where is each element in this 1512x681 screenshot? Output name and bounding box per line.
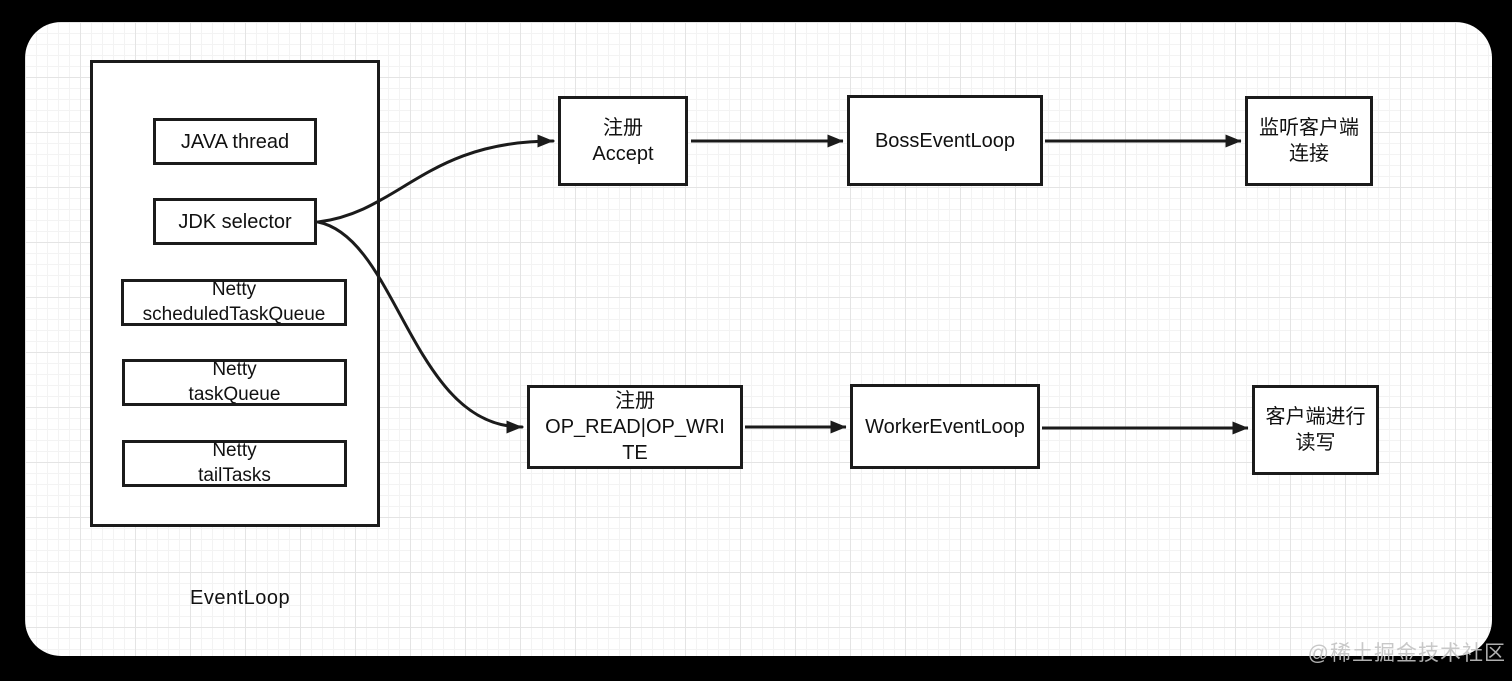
node-netty-scheduled-task-queue-label: Netty scheduledTaskQueue bbox=[142, 278, 326, 325]
watermark-text: @稀土掘金技术社区 bbox=[1307, 642, 1506, 665]
node-boss-event-loop: BossEventLoop bbox=[847, 95, 1043, 186]
node-worker-event-loop-label: WorkerEventLoop bbox=[865, 415, 1025, 438]
eventloop-group-label: EventLoop bbox=[190, 587, 291, 609]
node-netty-tail-tasks: Netty tailTasks bbox=[122, 440, 347, 487]
node-register-accept-label: 注册 Accept bbox=[592, 117, 654, 165]
node-client-read-write: 客户端进行 读写 bbox=[1252, 385, 1379, 475]
node-listen-client-connections: 监听客户端 连接 bbox=[1245, 96, 1373, 186]
node-register-op-read-write: 注册 OP_READ|OP_WRI TE bbox=[527, 385, 743, 469]
node-java-thread-label: JAVA thread bbox=[180, 130, 290, 153]
node-jdk-selector-label: JDK selector bbox=[178, 210, 292, 233]
node-netty-tail-tasks-label: Netty tailTasks bbox=[198, 439, 271, 486]
node-register-accept: 注册 Accept bbox=[558, 96, 688, 186]
node-netty-task-queue-label: Netty taskQueue bbox=[188, 358, 281, 405]
node-jdk-selector: JDK selector bbox=[153, 198, 317, 245]
node-boss-event-loop-label: BossEventLoop bbox=[874, 129, 1016, 152]
node-netty-task-queue: Netty taskQueue bbox=[122, 359, 347, 406]
node-java-thread: JAVA thread bbox=[153, 118, 317, 165]
node-worker-event-loop: WorkerEventLoop bbox=[850, 384, 1040, 469]
node-client-read-write-label: 客户端进行 读写 bbox=[1265, 406, 1366, 454]
node-register-op-read-write-label: 注册 OP_READ|OP_WRI TE bbox=[545, 390, 725, 464]
node-listen-client-connections-label: 监听客户端 连接 bbox=[1259, 117, 1359, 165]
node-netty-scheduled-task-queue: Netty scheduledTaskQueue bbox=[121, 279, 347, 326]
